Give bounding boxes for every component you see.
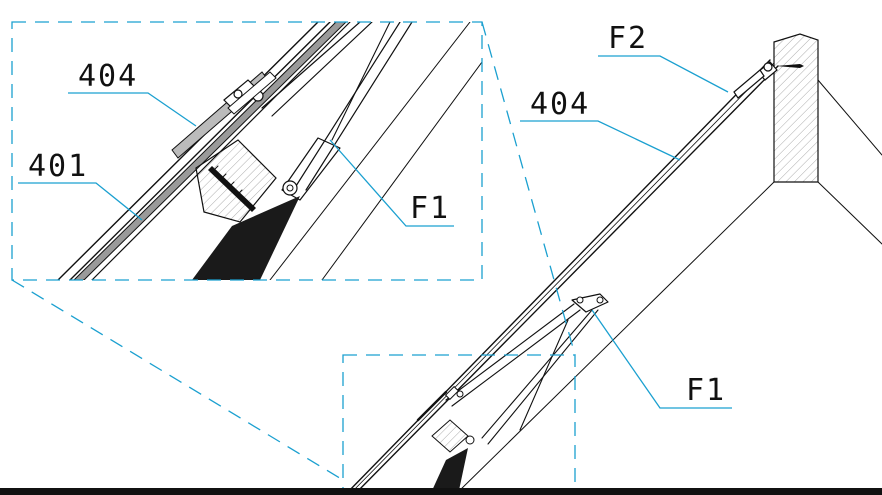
main-view bbox=[342, 33, 882, 495]
leader-main-f2 bbox=[598, 55, 729, 93]
roof-slope-line bbox=[454, 181, 775, 495]
leader-detail-f1 bbox=[329, 139, 454, 227]
profile-mid bbox=[348, 62, 775, 495]
label-detail-404: 404 bbox=[78, 59, 138, 94]
detail-profile-a bbox=[57, 22, 319, 280]
bottom-border bbox=[0, 488, 882, 495]
wood-block-main bbox=[430, 419, 475, 495]
actuator-f2 bbox=[733, 61, 804, 99]
roof-line-right-lower bbox=[817, 181, 882, 245]
roof-line-right-upper bbox=[817, 79, 882, 156]
label-main-404: 404 bbox=[530, 87, 590, 122]
profile-inner bbox=[353, 65, 779, 495]
detail-scissor-arms bbox=[261, 22, 413, 201]
leader-main-f1 bbox=[591, 309, 732, 409]
seal-main bbox=[430, 448, 468, 495]
scissor-arms-main bbox=[445, 293, 609, 445]
detail-hinge bbox=[223, 71, 277, 115]
detail-seal bbox=[192, 196, 300, 280]
detail-slope-b bbox=[321, 61, 482, 280]
connector-line-upper bbox=[481, 21, 576, 356]
leader-detail-401 bbox=[18, 182, 143, 221]
detail-frame bbox=[11, 21, 483, 281]
detail-wood-block bbox=[195, 139, 277, 223]
label-detail-401: 401 bbox=[28, 149, 88, 184]
detail-profile-bar bbox=[73, 22, 347, 280]
hinge-main bbox=[416, 385, 464, 422]
screw-icon bbox=[208, 166, 256, 212]
profile-outer bbox=[344, 59, 771, 495]
detail-view bbox=[11, 21, 576, 481]
detail-slope-a bbox=[269, 22, 471, 280]
label-main-f2: F2 bbox=[608, 21, 648, 56]
leader-detail-404 bbox=[68, 92, 197, 127]
leader-main-404 bbox=[520, 120, 681, 161]
detail-marker-frame bbox=[342, 354, 576, 495]
label-main-f1: F1 bbox=[686, 373, 726, 408]
connector-line-lower bbox=[11, 279, 344, 481]
annotations: 404 401 F1 F2 404 F1 bbox=[18, 21, 732, 409]
wall-post bbox=[773, 33, 819, 183]
detail-profile-b bbox=[69, 22, 331, 280]
label-detail-f1: F1 bbox=[410, 191, 450, 226]
